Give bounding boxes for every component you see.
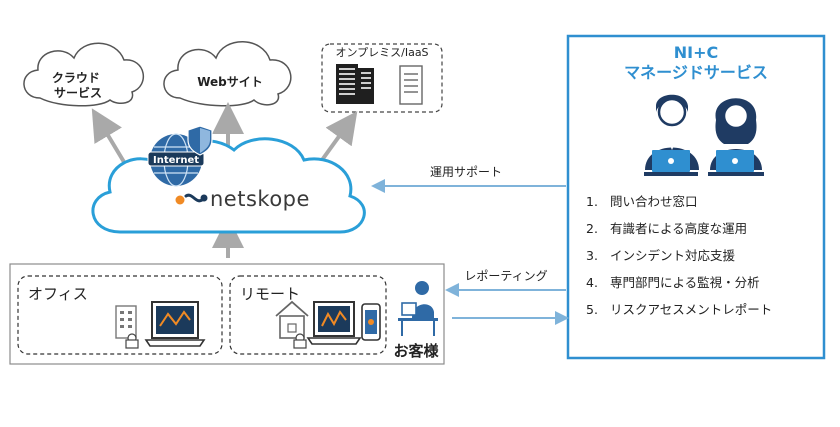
remote-laptop-icon: [306, 301, 362, 345]
service-list: 1. 問い合わせ窓口 2. 有識者による高度な運用 3. インシデント対応支援 4. 専門部門…: [586, 194, 772, 317]
operator-female-icon: [708, 98, 764, 176]
customer-user-icon: [398, 281, 438, 336]
service-item-number: 1.: [586, 194, 598, 209]
service-title-line1: NI+C: [674, 43, 719, 62]
service-item-text: インシデント対応支援: [610, 248, 736, 263]
internet-globe-icon: Internet: [147, 133, 205, 187]
server-dark-icon: [336, 64, 374, 104]
service-list-item: 2. 有識者による高度な運用: [586, 221, 747, 236]
service-item-text: 問い合わせ窓口: [610, 194, 698, 209]
service-item-text: 専門部門による監視・分析: [610, 275, 760, 290]
service-panel: NI+C マネージドサービス: [566, 34, 826, 360]
reporting-label: レポーティング: [464, 269, 547, 283]
service-list-item: 3. インシデント対応支援: [586, 248, 736, 263]
remote-label: リモート: [240, 285, 300, 303]
service-title-line2: マネージドサービス: [624, 63, 768, 82]
cloud-service-label: クラウド サービス: [52, 71, 104, 100]
service-item-text: リスクアセスメントレポート: [610, 302, 772, 317]
smartphone-icon: [361, 303, 381, 341]
netskope-mark-icon: [175, 193, 208, 205]
website-label: Webサイト: [197, 75, 263, 89]
onprem-label: オンプレミス/IaaS: [335, 46, 428, 59]
service-list-item: 5. リスクアセスメントレポート: [586, 302, 772, 317]
service-list-item: 1. 問い合わせ窓口: [586, 194, 698, 209]
office-building-icon: [115, 305, 139, 349]
shield-icon: [187, 125, 213, 156]
service-item-number: 5.: [586, 302, 598, 317]
onprem-box: オンプレミス/IaaS: [321, 43, 443, 113]
service-item-number: 4.: [586, 275, 598, 290]
netskope-logo: netskope: [175, 187, 310, 211]
ops-support-label: 運用サポート: [430, 165, 502, 179]
outbound-arrows: [91, 102, 358, 258]
service-item-text: 有識者による高度な運用: [610, 221, 747, 236]
office-label: オフィス: [28, 285, 88, 303]
server-light-icon: [399, 65, 423, 105]
home-icon: [275, 300, 309, 349]
netskope-cloud: [91, 137, 366, 234]
netskope-brand: netskope: [210, 187, 310, 211]
service-item-number: 3.: [586, 248, 598, 263]
customer-label: お客様: [393, 342, 439, 360]
cloud-service-cloud: クラウド サービス: [23, 42, 145, 107]
operator-male-icon: [644, 94, 699, 176]
service-list-item: 4. 専門部門による監視・分析: [586, 275, 760, 290]
internet-label: Internet: [153, 155, 199, 166]
office-laptop-icon: [144, 301, 206, 347]
website-cloud: Webサイト: [163, 41, 292, 107]
service-item-number: 2.: [586, 221, 598, 236]
